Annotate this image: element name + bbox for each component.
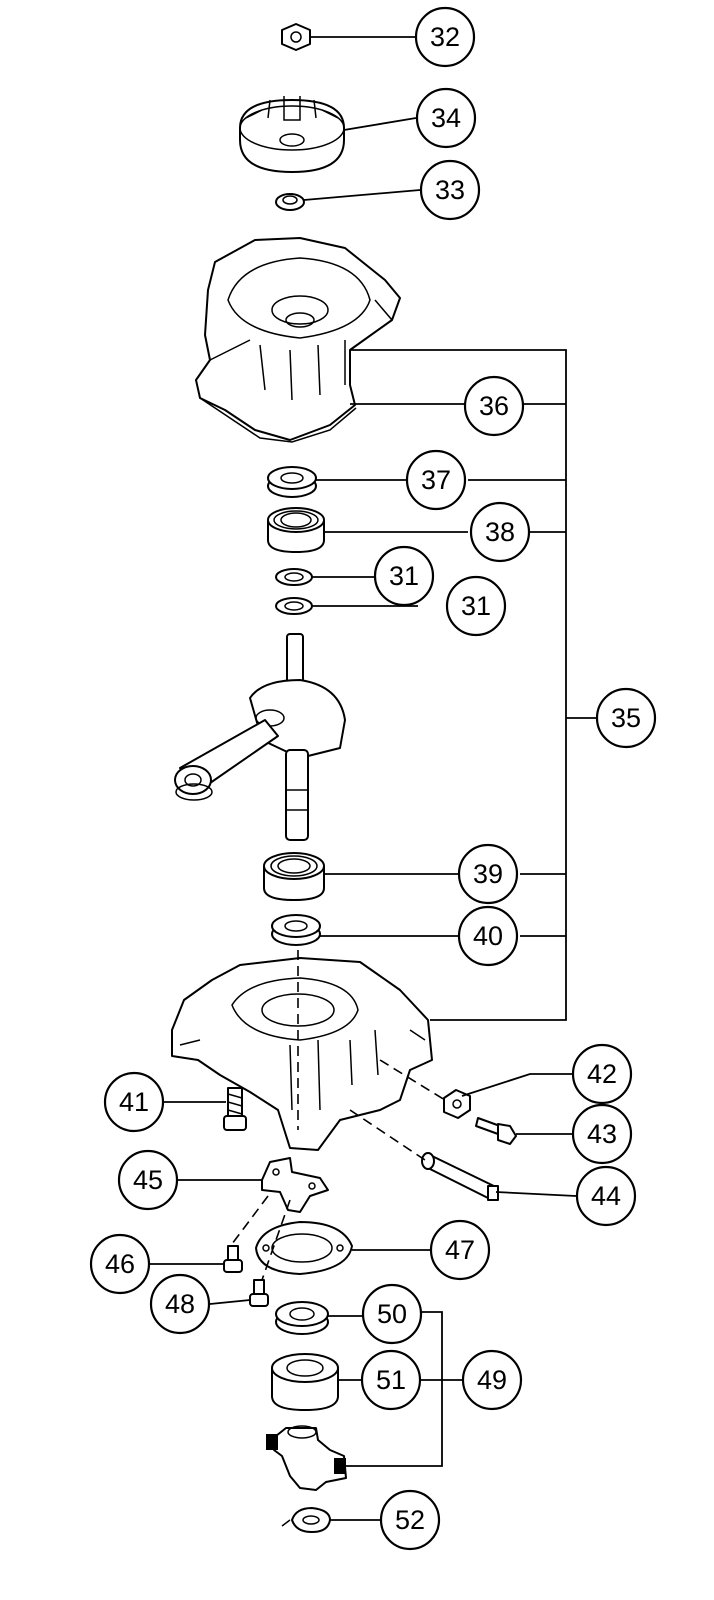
callout-label: 49 — [477, 1365, 507, 1395]
callout-label: 32 — [430, 22, 460, 52]
callout-46: 46 — [89, 1233, 151, 1295]
callout-45: 45 — [117, 1149, 179, 1211]
part-46-screw — [223, 1245, 243, 1273]
callout-39: 39 — [457, 843, 519, 905]
callout-label: 33 — [435, 175, 465, 205]
callout-50: 50 — [361, 1283, 423, 1345]
crankcase-lower — [171, 957, 433, 1151]
part-49-housing — [266, 1425, 347, 1491]
part-50-seal — [275, 1301, 329, 1335]
part-40-oil-seal — [271, 914, 321, 946]
callout-label: 50 — [377, 1299, 407, 1329]
callout-37: 37 — [405, 449, 467, 511]
callout-label: 31 — [461, 591, 491, 621]
alignment-dashes — [231, 950, 446, 1281]
callout-label: 47 — [445, 1235, 475, 1265]
callout-label: 37 — [421, 465, 451, 495]
part-41-bolt — [223, 1087, 247, 1131]
callout-32: 32 — [414, 6, 476, 68]
part-52-clip — [281, 1507, 331, 1533]
callout-label: 51 — [376, 1365, 406, 1395]
callout-label: 39 — [473, 859, 503, 889]
callout-label: 35 — [611, 703, 641, 733]
callout-40: 40 — [457, 905, 519, 967]
callout-label: 31 — [389, 561, 419, 591]
part-48-screw — [249, 1279, 269, 1307]
callout-43: 43 — [571, 1103, 633, 1165]
part-47-gasket — [255, 1221, 353, 1275]
callout-41: 41 — [103, 1071, 165, 1133]
callout-52: 52 — [379, 1489, 441, 1551]
callout-38: 38 — [469, 501, 531, 563]
part-31-shim-lower — [275, 597, 313, 615]
callout-42: 42 — [571, 1043, 633, 1105]
callout-31-upper: 31 — [373, 545, 435, 607]
callout-36: 36 — [463, 375, 525, 437]
callout-47: 47 — [429, 1219, 491, 1281]
part-38-bearing — [267, 507, 325, 553]
part-45-bracket — [261, 1157, 329, 1213]
callout-48: 48 — [149, 1273, 211, 1335]
callout-34: 34 — [415, 87, 477, 149]
callout-label: 38 — [485, 517, 515, 547]
callout-35: 35 — [595, 687, 657, 749]
callout-label: 46 — [105, 1249, 135, 1279]
callout-label: 40 — [473, 921, 503, 951]
callout-label: 48 — [165, 1289, 195, 1319]
callout-label: 45 — [133, 1165, 163, 1195]
callout-label: 52 — [395, 1505, 425, 1535]
callout-31-lower: 31 — [445, 575, 507, 637]
leader-lines — [150, 36, 596, 1521]
part-42-nut — [443, 1089, 471, 1119]
callout-49: 49 — [461, 1349, 523, 1411]
part-51-collar — [271, 1353, 339, 1411]
callout-44: 44 — [575, 1165, 637, 1227]
part-32-nut — [281, 23, 311, 51]
part-31-shim-upper — [275, 568, 313, 586]
callout-label: 42 — [587, 1059, 617, 1089]
part-43-bolt — [475, 1117, 517, 1145]
part-44-pin — [421, 1152, 499, 1201]
callout-33: 33 — [419, 159, 481, 221]
part-36-crankcase-upper — [195, 237, 401, 443]
callout-label: 41 — [119, 1087, 149, 1117]
callout-51: 51 — [360, 1349, 422, 1411]
part-39-bearing — [263, 852, 325, 901]
crankshaft-assembly — [174, 633, 346, 841]
callout-label: 44 — [591, 1181, 621, 1211]
part-37-oil-seal — [267, 466, 317, 498]
part-34-cup — [239, 96, 345, 173]
callout-label: 36 — [479, 391, 509, 421]
callout-label: 43 — [587, 1119, 617, 1149]
part-33-washer — [275, 193, 305, 211]
callout-label: 34 — [431, 103, 461, 133]
